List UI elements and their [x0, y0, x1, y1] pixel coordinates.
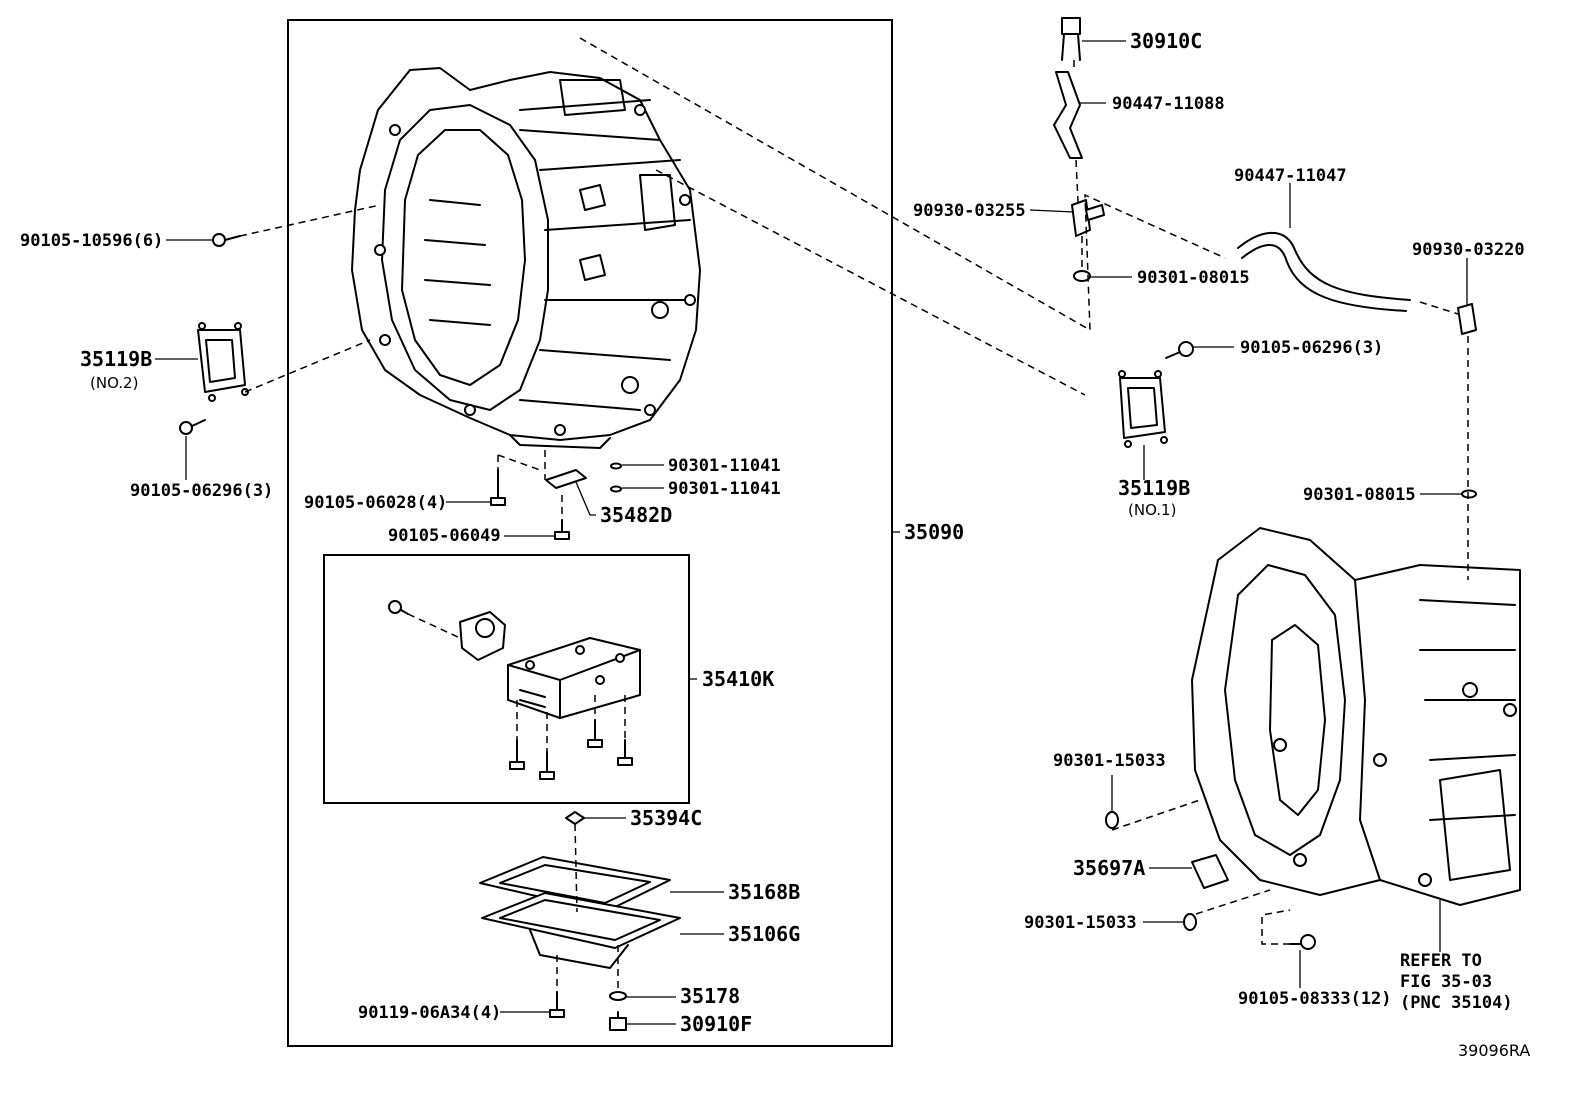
label-90301-11041-a: 90301-11041	[668, 456, 781, 476]
label-90105-06296-left: 90105-06296(3)	[130, 481, 273, 501]
label-35119B-no2: 35119B	[80, 347, 152, 371]
label-35178: 35178	[680, 984, 740, 1008]
solenoid-35410K	[388, 600, 641, 780]
gasket-35119B-no1	[1118, 370, 1168, 448]
gasket-35119B-no2	[197, 322, 249, 402]
oring-90301-15033-a	[1105, 811, 1119, 829]
label-30910C: 30910C	[1130, 29, 1202, 53]
label-35697A: 35697A	[1073, 856, 1145, 880]
figure-code: 39096RA	[1458, 1041, 1530, 1060]
label-90930-03220: 90930-03220	[1412, 240, 1525, 260]
strainer-35394C	[565, 811, 585, 825]
oring-90301-11041	[610, 462, 622, 493]
union-90930-03220	[1457, 303, 1477, 335]
label-90105-08333: 90105-08333(12)	[1238, 989, 1392, 1009]
label-90301-15033-b: 90301-15033	[1024, 913, 1137, 933]
label-90105-06296-right: 90105-06296(3)	[1240, 338, 1383, 358]
bolt-90105-06028	[490, 469, 506, 506]
leader-lines	[155, 40, 1468, 1025]
label-90447-11047: 90447-11047	[1234, 166, 1347, 186]
label-refer-2: FIG 35-03	[1400, 972, 1492, 992]
label-35410K: 35410K	[702, 667, 774, 691]
oring-90301-08015-b	[1461, 489, 1477, 499]
union-90930-03255	[1071, 199, 1105, 237]
label-35394C: 35394C	[630, 806, 702, 830]
label-no2: (NO.2)	[90, 374, 138, 392]
gasket-35178	[609, 991, 627, 1001]
label-35482D: 35482D	[600, 503, 672, 527]
label-90930-03255: 90930-03255	[913, 201, 1026, 221]
plug-30910F	[609, 1011, 627, 1031]
assembly-lines	[239, 37, 1469, 992]
label-90301-08015-a: 90301-08015	[1137, 268, 1250, 288]
label-35168B: 35168B	[728, 880, 800, 904]
label-90301-11041-b: 90301-11041	[668, 479, 781, 499]
assembly-frame-35090	[287, 19, 893, 1047]
bolt-90105-06049	[554, 519, 570, 540]
bolt-90105-06296-left	[179, 419, 206, 435]
label-refer-1: REFER TO	[1400, 951, 1482, 971]
bolt-90105-10596	[212, 233, 241, 247]
label-90447-11088: 90447-11088	[1112, 94, 1225, 114]
label-90105-06049: 90105-06049	[388, 526, 501, 546]
label-90105-06028: 90105-06028(4)	[304, 493, 447, 513]
transmission-assembly	[1191, 527, 1521, 906]
bolt-90105-08333	[1289, 934, 1316, 950]
oil-pan-35106G	[481, 892, 681, 969]
bracket-35482D	[545, 469, 587, 489]
transmission-case	[351, 67, 701, 449]
hose-90447-11088	[1053, 71, 1083, 159]
oring-90301-08015-a	[1073, 270, 1091, 282]
label-30910F: 30910F	[680, 1012, 752, 1036]
label-90105-10596: 90105-10596(6)	[20, 231, 163, 251]
label-90301-15033-a: 90301-15033	[1053, 751, 1166, 771]
label-no1: (NO.1)	[1128, 501, 1176, 519]
bolt-90119-06A34	[549, 991, 565, 1018]
gasket-35697A	[1191, 854, 1229, 889]
plug-30910C	[1061, 17, 1081, 61]
label-refer-3: (PNC 35104)	[1400, 993, 1513, 1013]
oring-90301-15033-b	[1183, 913, 1197, 931]
bolt-90105-06296-right	[1165, 341, 1194, 359]
label-35119B-no1: 35119B	[1118, 476, 1190, 500]
label-90119-06A34: 90119-06A34(4)	[358, 1003, 501, 1023]
label-90301-08015-b: 90301-08015	[1303, 485, 1416, 505]
label-35090: 35090	[904, 520, 964, 544]
label-35106G: 35106G	[728, 922, 800, 946]
hose-90447-11047	[1237, 231, 1411, 312]
